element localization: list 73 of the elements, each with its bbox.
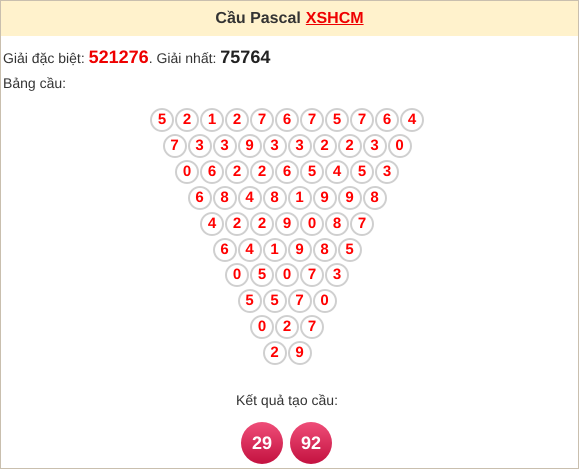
digit-ball: 5 xyxy=(300,160,324,184)
digit-ball: 6 xyxy=(275,108,299,132)
digit-ball: 1 xyxy=(262,238,286,262)
digit-ball: 2 xyxy=(262,341,286,366)
digit-ball: 0 xyxy=(388,134,412,158)
digit-ball: 8 xyxy=(212,186,236,210)
digit-ball: 0 xyxy=(312,289,336,314)
digit-ball: 8 xyxy=(312,238,336,262)
digit-ball: 0 xyxy=(275,263,299,288)
digit-ball: 1 xyxy=(288,186,312,210)
digit-ball: 2 xyxy=(175,108,199,132)
result-ball: 29 xyxy=(241,422,283,464)
digit-ball: 6 xyxy=(212,238,236,262)
digit-ball: 9 xyxy=(275,212,299,236)
digit-ball: 6 xyxy=(375,108,399,132)
digit-ball: 9 xyxy=(338,186,362,210)
digit-ball: 7 xyxy=(162,134,186,158)
digit-ball: 2 xyxy=(225,108,249,132)
digit-ball: 5 xyxy=(262,289,286,314)
digit-ball: 4 xyxy=(325,160,349,184)
digit-ball: 2 xyxy=(250,160,274,184)
digit-ball: 0 xyxy=(250,315,274,340)
digit-ball: 7 xyxy=(300,263,324,288)
region-link: XSHCM xyxy=(306,10,364,28)
digit-ball: 9 xyxy=(288,341,312,366)
result-ball: 92 xyxy=(290,422,332,464)
digit-ball: 6 xyxy=(188,186,212,210)
digit-ball: 2 xyxy=(225,160,249,184)
table-heading-text: Bảng cầu: xyxy=(3,75,66,91)
digit-ball: 3 xyxy=(375,160,399,184)
digit-ball: 3 xyxy=(288,134,312,158)
digit-ball: 5 xyxy=(238,289,262,314)
prize-results-text: Giải đặc biệt: 521276. Giải nhất: 75764 xyxy=(3,47,270,68)
digit-ball: 5 xyxy=(250,263,274,288)
digit-ball: 7 xyxy=(300,315,324,340)
digit-ball: 5 xyxy=(150,108,174,132)
digit-ball: 7 xyxy=(300,108,324,132)
digit-ball: 2 xyxy=(338,134,362,158)
digit-ball: 7 xyxy=(350,212,374,236)
digit-ball: 4 xyxy=(238,238,262,262)
heading-text: Cầu Pascal xyxy=(215,10,301,28)
digit-ball: 3 xyxy=(262,134,286,158)
digit-ball: 3 xyxy=(212,134,236,158)
digit-ball: 3 xyxy=(362,134,386,158)
digit-ball: 1 xyxy=(200,108,224,132)
header-band xyxy=(1,1,578,36)
digit-ball: 5 xyxy=(325,108,349,132)
digit-ball: 6 xyxy=(200,160,224,184)
digit-ball: 7 xyxy=(288,289,312,314)
digit-ball: 8 xyxy=(262,186,286,210)
digit-ball: 3 xyxy=(325,263,349,288)
digit-ball: 2 xyxy=(275,315,299,340)
digit-ball: 8 xyxy=(325,212,349,236)
digit-ball: 4 xyxy=(400,108,424,132)
digit-ball: 9 xyxy=(312,186,336,210)
digit-ball: 0 xyxy=(225,263,249,288)
digit-ball: 0 xyxy=(175,160,199,184)
digit-ball: 7 xyxy=(350,108,374,132)
digit-ball: 2 xyxy=(312,134,336,158)
digit-ball: 8 xyxy=(362,186,386,210)
digit-ball: 3 xyxy=(188,134,212,158)
digit-ball: 9 xyxy=(288,238,312,262)
digit-ball: 2 xyxy=(225,212,249,236)
digit-ball: 4 xyxy=(200,212,224,236)
digit-ball: 7 xyxy=(250,108,274,132)
digit-ball: 0 xyxy=(300,212,324,236)
digit-ball: 9 xyxy=(238,134,262,158)
result-heading-text: Kết quả tạo cầu: xyxy=(236,392,338,408)
digit-ball: 5 xyxy=(350,160,374,184)
digit-ball: 4 xyxy=(238,186,262,210)
digit-ball: 6 xyxy=(275,160,299,184)
digit-ball: 5 xyxy=(338,238,362,262)
digit-ball: 2 xyxy=(250,212,274,236)
